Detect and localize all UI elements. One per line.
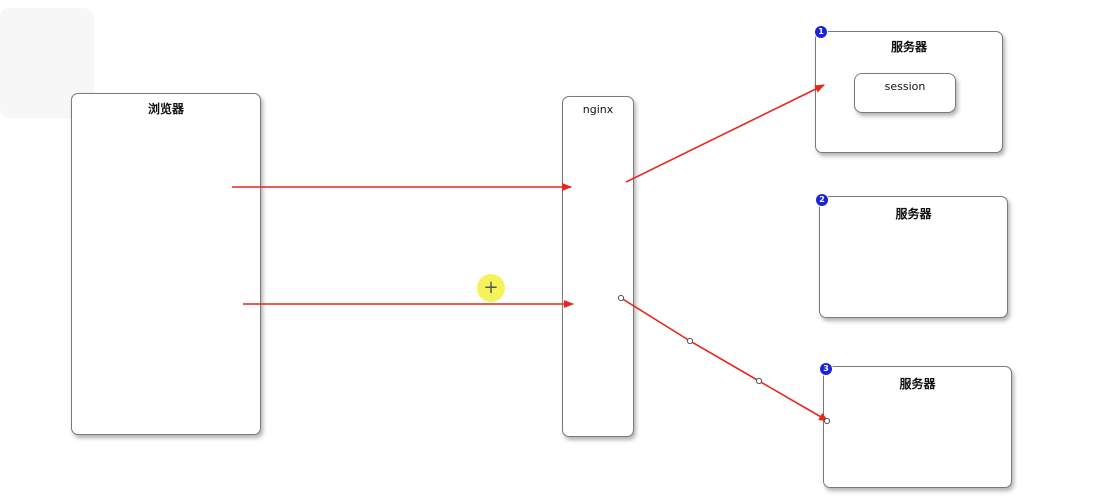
cursor-highlight: + — [477, 274, 505, 302]
server-label-3: 服务器 — [899, 377, 936, 391]
nginx-label: nginx — [582, 103, 614, 116]
nginx-node[interactable]: nginx — [562, 96, 634, 437]
edge-nginx-server-3[interactable] — [620, 297, 829, 422]
badge-2: 2 — [816, 194, 828, 206]
edge-handle[interactable] — [686, 337, 694, 345]
server-label-2: 服务器 — [895, 207, 932, 221]
session-label: session — [884, 80, 926, 93]
browser-label: 浏览器 — [147, 102, 184, 116]
edge-nginx-server-1[interactable] — [625, 84, 825, 183]
crosshair-plus-icon: + — [483, 277, 499, 298]
server-node-3[interactable]: 服务器 — [823, 366, 1012, 488]
session-node[interactable]: session — [854, 73, 956, 113]
badge-1: 1 — [815, 26, 827, 38]
server-node-2[interactable]: 服务器 — [819, 196, 1008, 318]
server-label-1: 服务器 — [890, 40, 927, 54]
edge-handle[interactable] — [755, 377, 763, 385]
badge-3: 3 — [820, 363, 832, 375]
browser-node[interactable]: 浏览器 — [71, 93, 261, 435]
